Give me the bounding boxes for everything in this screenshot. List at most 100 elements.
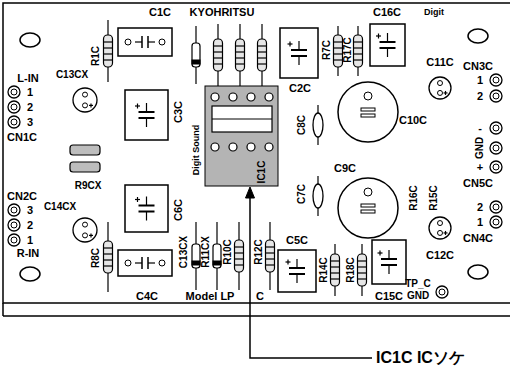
polarity-mark xyxy=(445,231,446,235)
capacitor-lead xyxy=(146,118,147,127)
part-label: CN1C xyxy=(7,132,37,143)
resistor-band xyxy=(266,246,275,247)
capacitor-lead xyxy=(298,41,299,50)
capacitor-lead xyxy=(296,259,297,268)
part-label: R8C xyxy=(91,248,101,268)
connector-pin xyxy=(493,93,499,99)
resistor-band xyxy=(331,266,340,267)
polarity-mark xyxy=(137,104,138,109)
resistor-band xyxy=(334,47,343,48)
ic-socket xyxy=(205,86,278,186)
resistor-band xyxy=(104,41,113,42)
ic-socket-window xyxy=(212,106,272,132)
resistor-band xyxy=(104,265,113,266)
resistor-band xyxy=(354,53,363,54)
resistor-band xyxy=(331,260,340,261)
resistor-symbol xyxy=(104,35,113,67)
diode-band xyxy=(213,261,221,265)
resistor-band xyxy=(236,57,245,58)
ic-socket-window xyxy=(212,119,272,120)
capacitor-plate xyxy=(291,55,307,57)
pad xyxy=(125,260,131,266)
part-label: Digit xyxy=(424,8,444,17)
resistor-band xyxy=(214,45,223,46)
board-edge xyxy=(3,315,510,317)
resistor-band xyxy=(104,53,113,54)
resistor-band xyxy=(258,63,267,64)
part-label: C13CX xyxy=(56,70,88,80)
resistor-symbol xyxy=(104,241,113,273)
connector-pin xyxy=(11,104,17,110)
part-label: Digit Sound xyxy=(192,125,201,176)
capacitor-plate xyxy=(139,205,155,207)
capacitor-lead xyxy=(296,274,297,283)
pad xyxy=(361,204,375,207)
part-label: R1C xyxy=(91,46,101,66)
resistor-symbol xyxy=(334,35,343,67)
capacitor-lead xyxy=(135,262,142,263)
capacitor-lead xyxy=(148,41,155,42)
resistor-band xyxy=(235,264,244,265)
capacitor-plate xyxy=(291,49,307,51)
resistor-band xyxy=(104,259,113,260)
capacitor-lead xyxy=(317,105,318,113)
capacitor-lead xyxy=(387,33,388,42)
pad xyxy=(438,81,443,86)
part-label: - xyxy=(478,123,482,134)
resistor-symbol xyxy=(266,240,275,272)
connector-pin xyxy=(8,204,20,216)
connector-pin xyxy=(8,234,20,246)
ceramic-capacitor xyxy=(313,113,323,137)
connector-pin xyxy=(490,90,502,102)
resistor-symbol xyxy=(354,35,363,67)
resistor-band xyxy=(354,59,363,60)
polarity-mark xyxy=(287,260,288,265)
part-label: TP_C xyxy=(405,279,431,289)
connector-pin xyxy=(493,77,499,83)
resistor-band xyxy=(331,278,340,279)
diode-symbol xyxy=(192,244,200,268)
capacitor-plate xyxy=(289,273,305,275)
resistor-band xyxy=(334,59,343,60)
pad xyxy=(125,39,131,45)
resistor-symbol xyxy=(214,39,223,71)
connector-pin xyxy=(493,219,499,225)
resistor-band xyxy=(236,63,245,64)
resistor-band xyxy=(266,264,275,265)
part-label: C9C xyxy=(334,163,356,174)
part-label: C16C xyxy=(373,7,401,18)
connector-pin xyxy=(490,161,502,173)
electrolytic-capacitor xyxy=(429,217,451,239)
capacitor-plate xyxy=(139,211,155,213)
test-point xyxy=(436,286,448,298)
part-label: C10C xyxy=(399,115,427,126)
resistor-band xyxy=(266,252,275,253)
capacitor-plate xyxy=(139,111,155,113)
resistor-band xyxy=(354,47,363,48)
capacitor-outline xyxy=(118,28,172,56)
part-label: 2 xyxy=(27,220,33,231)
capacitor-plate xyxy=(381,264,397,266)
part-label: GND xyxy=(475,137,485,159)
diode-symbol xyxy=(213,244,221,268)
resistor-band xyxy=(235,252,244,253)
ic-pin xyxy=(247,93,255,101)
diode-symbol xyxy=(192,43,200,67)
part-label: R17C xyxy=(343,37,353,63)
part-label: 1 xyxy=(27,235,33,246)
pad xyxy=(159,260,165,266)
connector-pin xyxy=(8,116,20,128)
mounting-hole xyxy=(20,267,40,281)
resistor-symbol xyxy=(258,39,267,71)
part-label: R10C xyxy=(223,239,233,265)
mounting-hole xyxy=(20,33,40,47)
resistor-band xyxy=(358,260,367,261)
ic-pin xyxy=(211,143,219,151)
pad xyxy=(361,210,375,213)
connector-pin xyxy=(490,74,502,86)
ic-pin xyxy=(229,93,237,101)
resistor-band xyxy=(235,246,244,247)
capacitor-lead xyxy=(317,176,318,184)
part-label: IC1C xyxy=(257,161,267,184)
resistor-symbol xyxy=(236,39,245,71)
